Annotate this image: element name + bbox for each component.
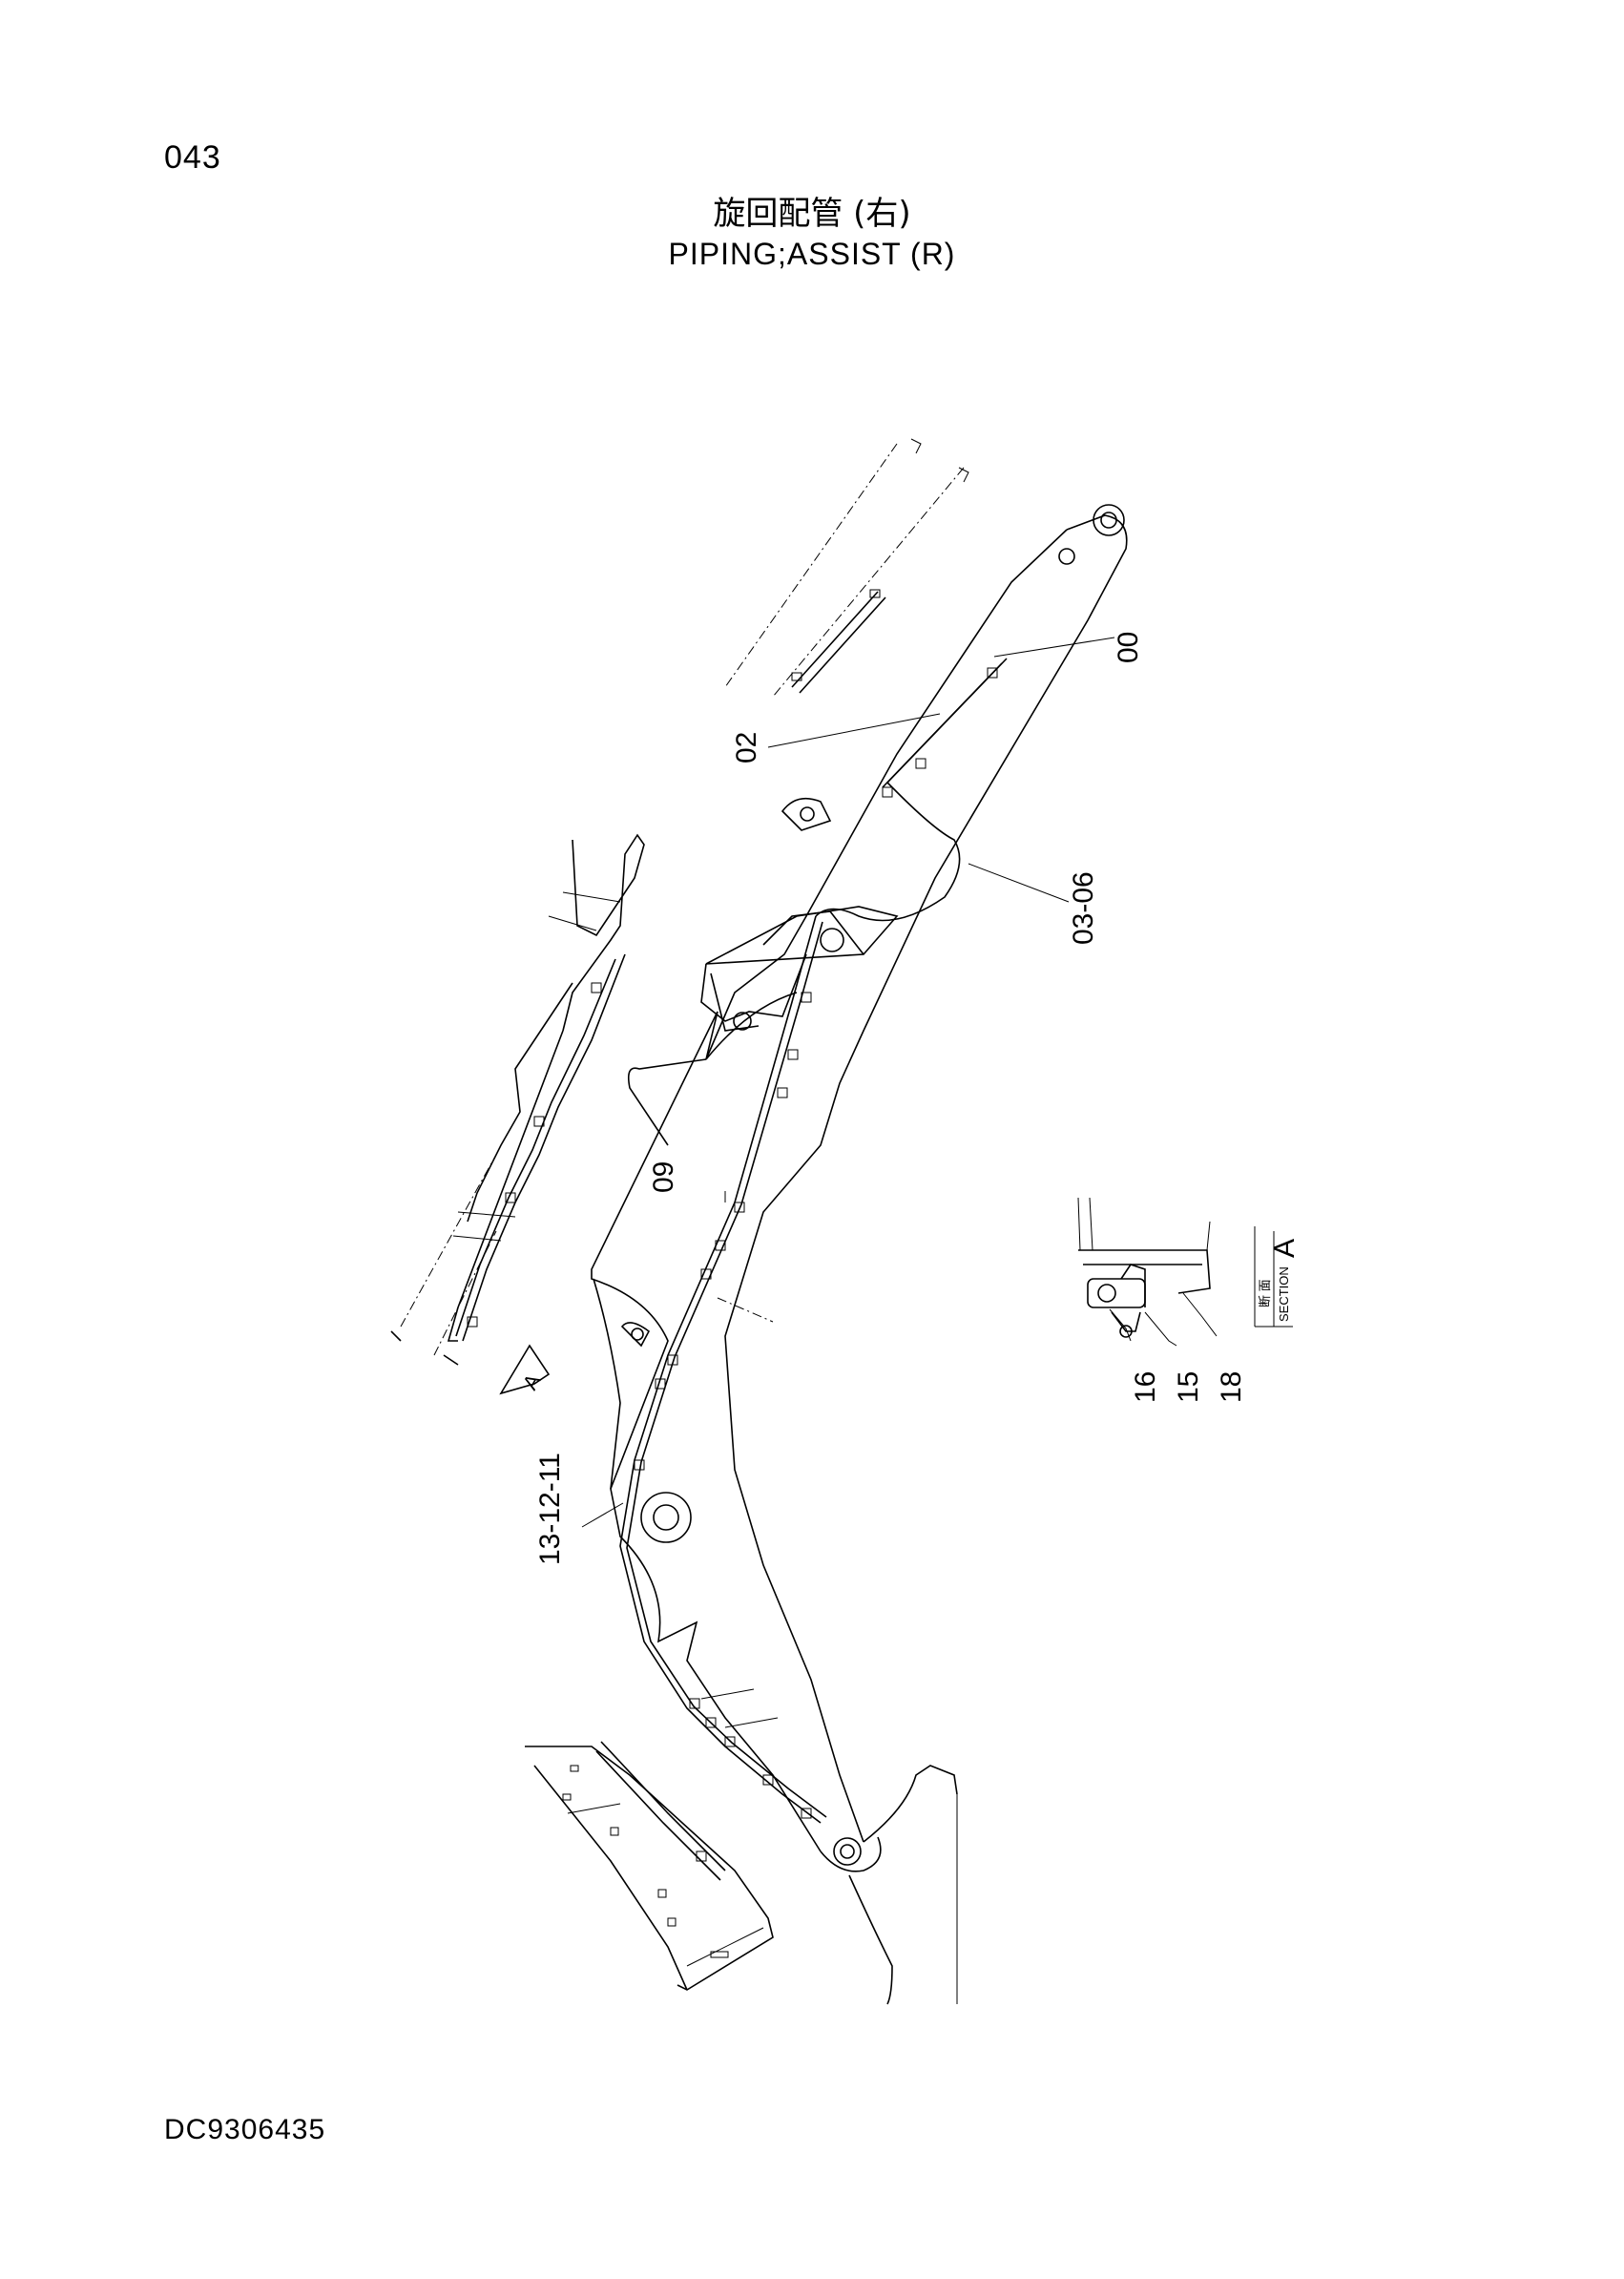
hose-route (619, 658, 1008, 1824)
section-jp-text: 断 面 (1258, 1279, 1272, 1307)
detail-top (724, 438, 969, 698)
title-english: PIPING;ASSIST (R) (668, 237, 956, 271)
callout-15: 15 (1173, 1371, 1204, 1403)
leader-lines (581, 637, 1218, 1528)
view-marker-a: A (518, 1369, 546, 1393)
section-letter: A (1269, 1239, 1301, 1258)
callout-02: 02 (731, 732, 762, 763)
callouts: 00 02 03-06 09 13-12-11 16 15 18 A (518, 632, 1247, 1565)
callout-03-06: 03-06 (1068, 871, 1099, 945)
section-a-detail (1077, 1197, 1211, 1338)
title-japanese: 旋回配管 (右) (713, 195, 911, 233)
section-a-label: 断 面 SECTION A (1254, 1226, 1301, 1328)
detail-bottom (525, 1741, 774, 1991)
callout-09: 09 (648, 1161, 679, 1193)
callout-13-12-11: 13-12-11 (534, 1453, 566, 1565)
view-arrow-a (499, 1344, 551, 1395)
page-number: 043 (164, 139, 221, 176)
detail-left (390, 833, 645, 1366)
document-code: DC9306435 (164, 2114, 326, 2145)
callout-00: 00 (1113, 632, 1144, 663)
boom-outline (591, 504, 1128, 2005)
callout-16: 16 (1130, 1371, 1161, 1403)
callout-18: 18 (1216, 1371, 1247, 1403)
section-en-text: SECTION (1277, 1266, 1291, 1322)
